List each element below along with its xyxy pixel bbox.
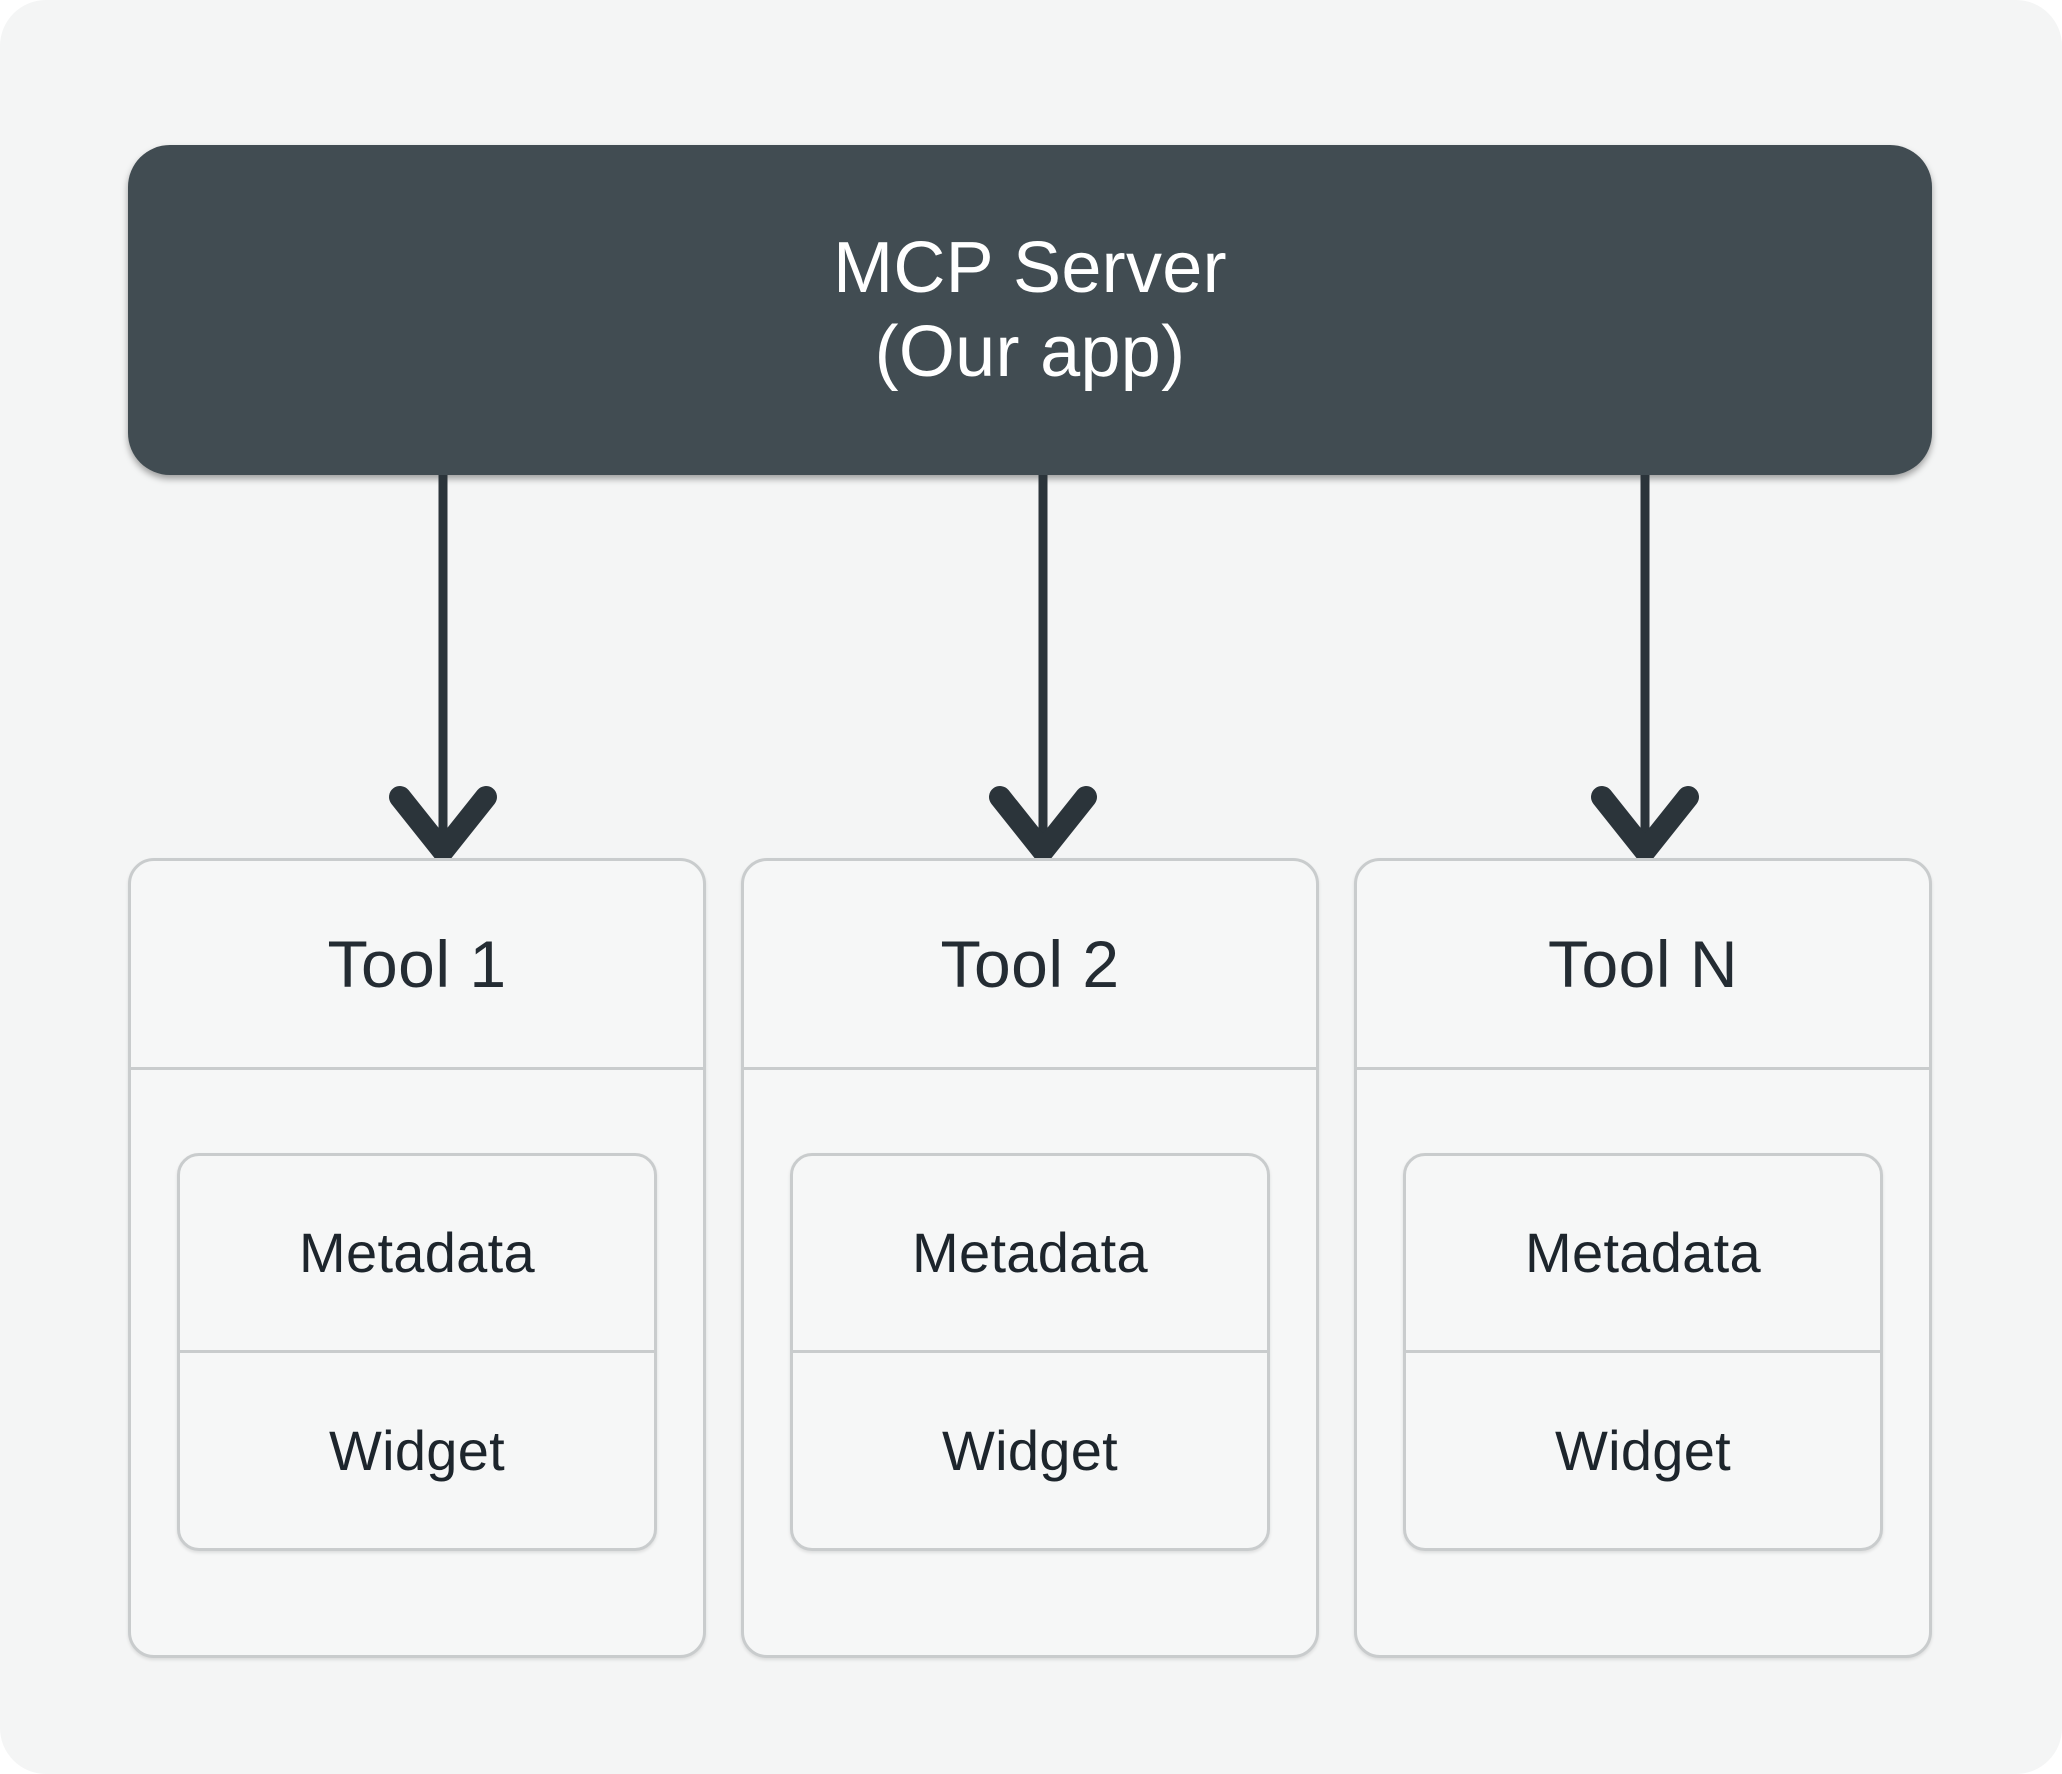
tool-card-n-title: Tool N (1357, 861, 1929, 1070)
arrow-head-tool-2 (989, 786, 1097, 862)
tool-card-n-widget-cell: Widget (1554, 1418, 1732, 1482)
mcp-server-title: MCP Server (833, 227, 1227, 308)
tool-card-n-inner-box: Metadata Widget (1403, 1152, 1883, 1551)
tool-card-n-body: Metadata Widget (1357, 1070, 1929, 1655)
tool-card-2-widget-cell: Widget (941, 1418, 1119, 1482)
tool-card-2[interactable]: Tool 2 Metadata Widget (741, 858, 1319, 1658)
mcp-server-subtitle: (Our app) (874, 312, 1186, 392)
tool-card-2-title: Tool 2 (744, 861, 1316, 1070)
tool-card-1-inner-box: Metadata Widget (177, 1152, 657, 1551)
tool-card-n[interactable]: Tool N Metadata Widget (1354, 858, 1932, 1658)
tool-card-2-body: Metadata Widget (744, 1070, 1316, 1655)
tool-card-1[interactable]: Tool 1 Metadata Widget (128, 858, 706, 1658)
tool-card-1-widget-cell: Widget (328, 1418, 506, 1482)
tool-card-1-title: Tool 1 (131, 861, 703, 1070)
arrow-head-tool-n (1591, 786, 1699, 862)
tool-card-1-metadata-cell: Metadata (180, 1156, 654, 1353)
tool-card-2-metadata-cell: Metadata (793, 1156, 1267, 1353)
mcp-server-box: MCP Server (Our app) (128, 145, 1932, 475)
tool-card-n-metadata-cell: Metadata (1406, 1156, 1880, 1353)
arrow-head-tool-1 (389, 786, 497, 862)
tool-card-2-inner-box: Metadata Widget (790, 1152, 1270, 1551)
tool-cards-row: Tool 1 Metadata Widget Tool 2 Metadata W… (128, 858, 1932, 1658)
tool-card-1-body: Metadata Widget (131, 1070, 703, 1655)
